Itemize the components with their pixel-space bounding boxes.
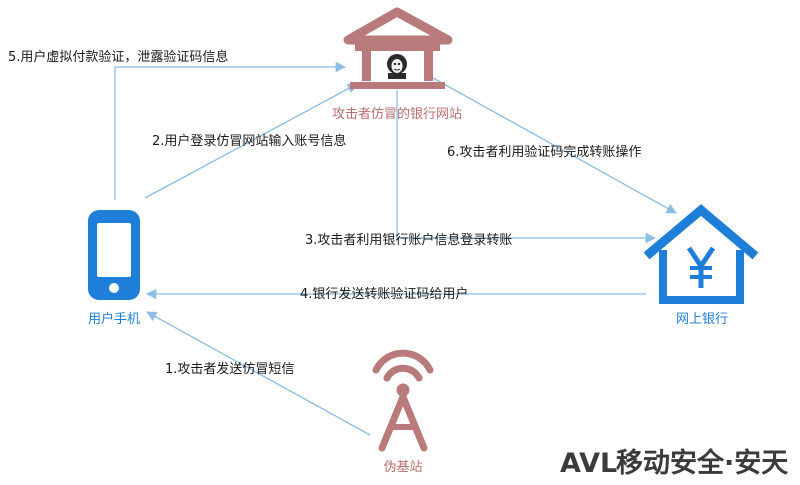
watermark-brand: AVL bbox=[560, 448, 617, 479]
phone-caption: 用户手机 bbox=[88, 311, 140, 327]
edge-step6 bbox=[432, 77, 677, 214]
fake-site-caption: 攻击者仿冒的银行网站 bbox=[332, 106, 462, 122]
hacker-mask-icon bbox=[387, 54, 407, 79]
step5-label: 5.用户虚拟付款验证，泄露验证码信息 bbox=[8, 49, 228, 65]
step2-label: 2.用户登录仿冒网站输入账号信息 bbox=[152, 133, 346, 149]
fake-station-caption: 伪基站 bbox=[383, 460, 422, 475]
edge-step1 bbox=[146, 311, 371, 436]
edge-step5 bbox=[114, 61, 347, 200]
bank-caption: 网上银行 bbox=[676, 312, 728, 327]
fake-base-station-icon bbox=[372, 349, 434, 452]
fake-bank-site-icon bbox=[343, 7, 453, 89]
antiy-watermark-logo: AVL 移动安全·安天 bbox=[560, 447, 788, 479]
phone-icon bbox=[88, 210, 140, 300]
watermark-text: 移动安全·安天 bbox=[616, 447, 788, 479]
step1-label: 1.攻击者发送仿冒短信 bbox=[165, 361, 294, 377]
step3-label: 3.攻击者利用银行账户信息登录转账 bbox=[305, 232, 512, 248]
edges bbox=[114, 61, 677, 436]
step4-label: 4.银行发送转账验证码给用户 bbox=[300, 286, 468, 302]
step6-label: 6.攻击者利用验证码完成转账操作 bbox=[447, 144, 641, 160]
edge-step3 bbox=[396, 90, 657, 244]
online-bank-icon bbox=[643, 204, 759, 304]
edge-step2 bbox=[144, 83, 358, 199]
yen-icon bbox=[686, 246, 716, 288]
